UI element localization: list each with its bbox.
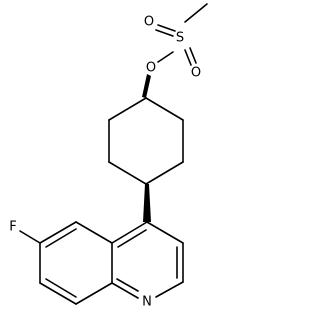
bond-c8-c8a [75, 282, 113, 305]
structure-diagram: O S O O F N [9, 3, 208, 310]
bond-ring-a-3 [145, 161, 184, 185]
bond-ring-a-1 [145, 97, 184, 121]
atom-label-nitrogen: N [142, 295, 152, 310]
bond-ring-a-6 [108, 97, 147, 121]
bond-s-o-top-left-double [157, 24, 176, 32]
bond-c2-n1 [155, 281, 184, 298]
wedge-bond-o-cyclohexane [142, 74, 151, 98]
bond-s-methyl [184, 3, 208, 23]
atom-label-o-sulfonyl-right: O [191, 66, 201, 81]
bond-c4a-c4 [111, 221, 148, 244]
bond-c7-c8-inner [45, 278, 77, 298]
atom-label-sulfur: S [176, 31, 184, 46]
atom-label-o-ester: O [146, 61, 156, 76]
bond-s-o-bottom-right-double [189, 47, 197, 64]
bond-ring-a-4 [108, 161, 147, 185]
bond-c5-c6 [39, 221, 77, 244]
bond-c5-c6-inner [45, 228, 77, 248]
atom-label-fluorine: F [9, 220, 16, 235]
bond-c4a-c4-inner [117, 229, 147, 248]
atom-label-o-sulfonyl-left: O [144, 15, 154, 30]
bond-s-o-bottom-right [184, 49, 192, 66]
bond-c6-f [19, 230, 41, 244]
bond-n1-c8a [111, 282, 139, 299]
bond-c7-c8 [39, 282, 77, 305]
wedge-bond-cyclohexane-quinoline [143, 184, 151, 222]
bond-s-o-top-left [155, 29, 174, 37]
bond-n1-c8a-inner [116, 278, 139, 292]
bond-s-o-ester [157, 51, 174, 63]
bond-c4a-c5 [75, 221, 113, 244]
bond-c4-c3 [146, 221, 184, 244]
